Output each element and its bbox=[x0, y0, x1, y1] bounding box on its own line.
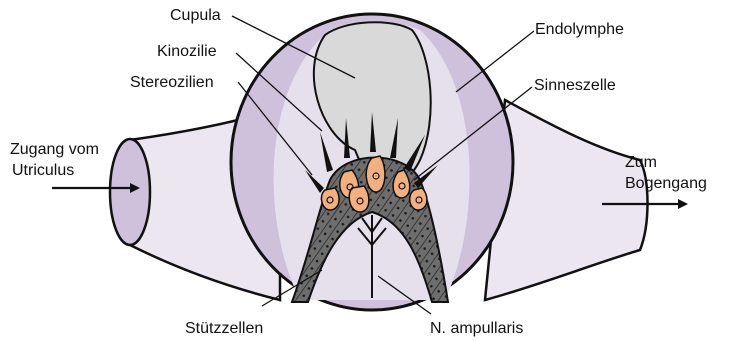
label-stuetzzellen: Stützzellen bbox=[185, 320, 263, 337]
label-endolymphe: Endolymphe bbox=[535, 21, 624, 38]
left-tube-opening bbox=[110, 139, 150, 245]
label-zum-line2: Bogengang bbox=[625, 175, 707, 192]
label-zugang-line1: Zugang vom bbox=[10, 141, 99, 158]
label-kinozilie: Kinozilie bbox=[157, 43, 217, 60]
label-stereozilien: Stereozilien bbox=[130, 74, 214, 91]
label-zum-line1: Zum bbox=[625, 154, 657, 171]
label-sinneszelle: Sinneszelle bbox=[534, 77, 616, 94]
label-zugang-line2: Utriculus bbox=[12, 162, 74, 179]
label-nerv: N. ampullaris bbox=[430, 320, 523, 337]
label-cupula: Cupula bbox=[170, 7, 221, 24]
